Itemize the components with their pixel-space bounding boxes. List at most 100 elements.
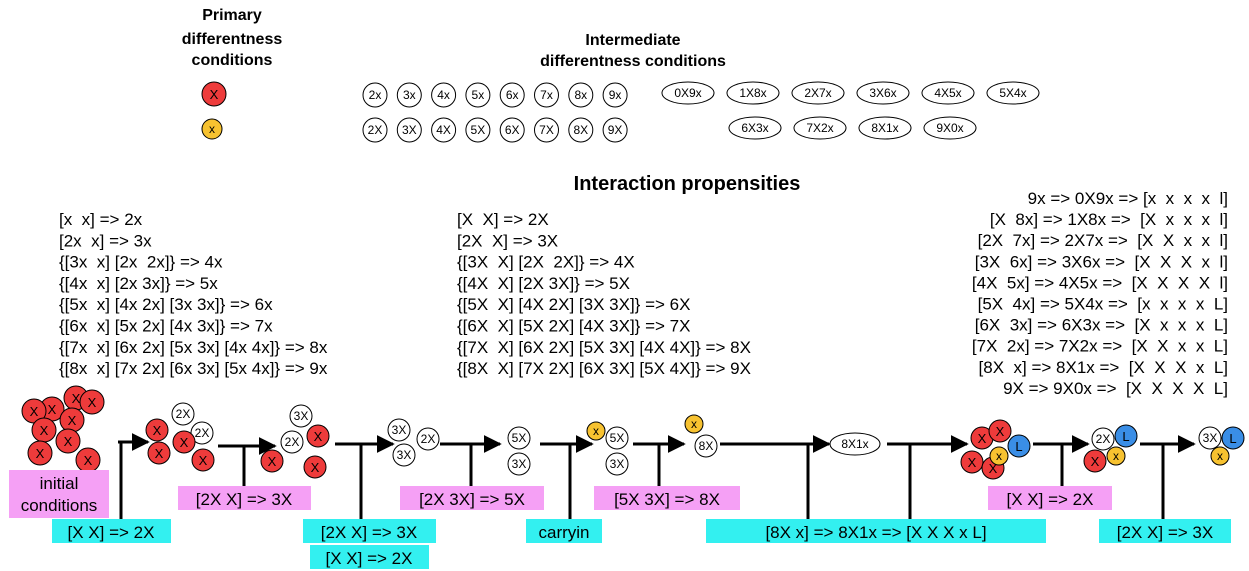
svg-text:X: X (978, 431, 987, 446)
red-x-ball: X (306, 424, 330, 448)
svg-text:x: x (1113, 449, 1119, 463)
carry-oval-label: 0X9x (674, 86, 701, 100)
carry-oval-label: 9X0x (936, 121, 963, 135)
svg-text:X: X (199, 453, 208, 468)
svg-text:L: L (1015, 439, 1022, 454)
intermediate-circle-label: 4X (436, 123, 451, 137)
white-3x-ball: 3X (392, 443, 416, 467)
svg-text:2X: 2X (285, 435, 300, 449)
svg-text:3X: 3X (1203, 431, 1218, 445)
rule-line: 9x => 0X9x => [x x x x l] (1028, 189, 1228, 208)
primary-big-x: X (201, 81, 227, 107)
rule-line: [5X 4x] => 5X4x => [x x x x L] (978, 295, 1228, 314)
svg-text:x: x (209, 122, 215, 136)
label-step4: [2X 3X] => 5X (400, 486, 544, 510)
svg-text:3X: 3X (512, 457, 527, 471)
step9-cluster: X X X X x L (960, 419, 1031, 480)
carry-oval-label: 4X5x (934, 86, 961, 100)
intermediate-circle-label: 9x (609, 88, 622, 102)
white-2x-ball: 2X (190, 421, 214, 445)
svg-text:X: X (88, 395, 97, 410)
primary-small-x: x (201, 118, 223, 140)
svg-text:X: X (1091, 454, 1100, 469)
rule-line: [3X 6x] => 3X6x => [X X X x l] (975, 252, 1228, 271)
intermediate-circle-label: 8x (574, 88, 587, 102)
rule-line: [2X 7x] => 2X7x => [X X x x l] (978, 231, 1228, 250)
svg-text:X: X (155, 446, 164, 461)
rule-line: 9X => 9X0x => [X X X X L] (1003, 379, 1228, 398)
intermediate-header-line2: differentness conditions (540, 53, 726, 70)
carry-oval-label: 3X6x (869, 86, 896, 100)
red-x-ball: X (31, 417, 57, 443)
step6-cluster: x 5X 3X (586, 421, 629, 476)
svg-text:2X: 2X (1096, 432, 1111, 446)
carry-oval-label: 7X2x (806, 121, 833, 135)
red-x-ball: X (147, 441, 171, 465)
svg-text:[2X X] => 3X: [2X X] => 3X (196, 490, 292, 509)
svg-text:carryin: carryin (538, 523, 589, 542)
rule-line: {[7x x] [6x 2x] [5x 3x] [4x 4x]} => 8x (59, 338, 328, 357)
step5-cluster: 5X 3X (507, 426, 531, 476)
red-x-ball: X (988, 419, 1012, 443)
sequence-arrows (118, 433, 1196, 520)
rules-carry-column: 9x => 0X9x => [x x x x l][X 8x] => 1X8x … (972, 189, 1228, 398)
intermediate-circle-label: 8X (573, 123, 588, 137)
white-5x-ball: 5X (507, 426, 531, 450)
blue-l-ball: L (1221, 426, 1245, 450)
label-step1: [X X] => 2X (52, 519, 171, 543)
intermediate-circle-label: 3X (402, 123, 417, 137)
svg-text:X: X (48, 402, 57, 417)
white-2x-ball: 2X (280, 430, 304, 454)
primary-header-line1: Primary (202, 7, 262, 24)
svg-text:initial: initial (40, 474, 79, 493)
svg-text:X: X (968, 455, 977, 470)
carry-oval: 4X5x (921, 81, 975, 105)
svg-text:X: X (68, 413, 77, 428)
primary-header-line3: conditions (192, 52, 273, 69)
red-x-ball: X (172, 430, 196, 454)
step10-cluster: 2X L X x (1083, 424, 1138, 473)
rule-line: {[6X X] [5X 2X] [4X 3X]} => 7X (457, 317, 690, 336)
rule-line: {[3X X] [2X 2X]} => 4X (457, 253, 635, 272)
white-3x-ball: 3X (507, 452, 531, 476)
svg-text:X: X (268, 454, 277, 469)
svg-text:X: X (40, 423, 49, 438)
rule-line: [4X 5x] => 4X5x => [X X X X l] (972, 273, 1228, 292)
white-3x-ball: 3X (387, 418, 411, 442)
red-x-ball: X (303, 455, 327, 479)
step8-oval: 8X1x (829, 432, 881, 456)
red-x-ball: X (260, 449, 284, 473)
svg-text:8X: 8X (699, 439, 714, 453)
red-x-ball: X (75, 447, 101, 473)
label-step7: [8X x] => 8X1x => [X X X x L] (706, 519, 1046, 543)
step4-cluster: 3X 2X 3X (387, 418, 440, 467)
white-3x-ball: 3X (289, 404, 313, 428)
propensities-header: Interaction propensities (574, 173, 801, 195)
red-x-ball: X (970, 426, 994, 450)
yellow-x-ball: x (989, 446, 1009, 466)
svg-text:x: x (996, 449, 1002, 463)
initial-conditions-label: initial conditions (9, 470, 109, 518)
red-x-ball: X (145, 418, 169, 442)
svg-text:3X: 3X (397, 448, 412, 462)
intermediate-circle: 3X (396, 117, 422, 143)
svg-text:X: X (180, 435, 189, 450)
yellow-x-ball: x (586, 421, 606, 441)
intermediate-circle-label: 7X (539, 123, 554, 137)
intermediate-circle: 8x (568, 82, 594, 108)
rule-line: [6X 3x] => 6X3x => [X x x x L] (975, 316, 1228, 335)
intermediate-circle: 9X (602, 117, 628, 143)
step3-cluster: 3X 2X X X X (260, 404, 330, 479)
carry-oval: 9X0x (923, 116, 977, 140)
step7-cluster: x 8X (684, 414, 718, 458)
svg-text:X: X (64, 434, 73, 449)
intermediate-circle: 4X (431, 117, 457, 143)
white-3x-ball: 3X (1198, 426, 1222, 450)
svg-text:2X: 2X (195, 426, 210, 440)
svg-text:5X: 5X (512, 431, 527, 445)
intermediate-header-line1: Intermediate (585, 32, 680, 49)
carry-oval: 3X6x (856, 81, 910, 105)
